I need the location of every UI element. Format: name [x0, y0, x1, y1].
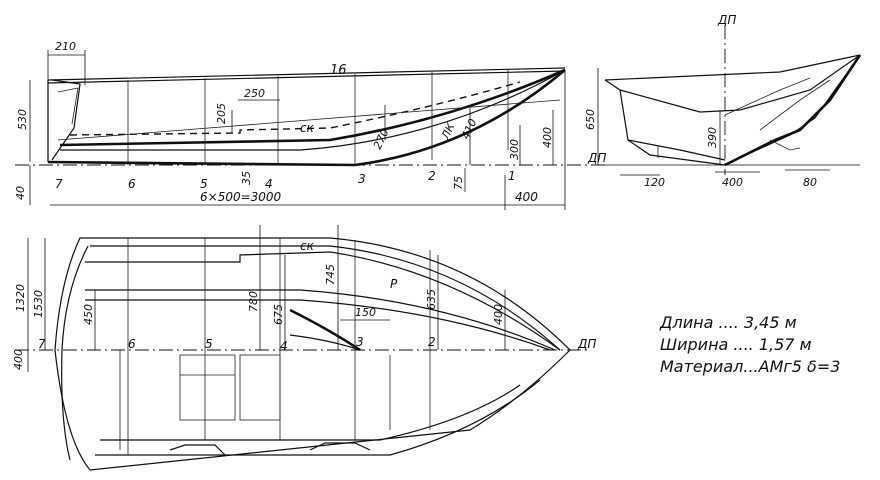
- dim-530: 530: [16, 109, 29, 130]
- dim-75: 75: [452, 176, 465, 190]
- dim-450: 450: [82, 304, 95, 325]
- chine-line-side: [59, 68, 566, 147]
- dim-35: 35: [240, 171, 253, 185]
- spec-width: Ширина .... 1,57 м: [660, 335, 812, 354]
- side-view: 16 ск ЛК ДП 7 6 5 4 3 2 1 210 530 40 205…: [14, 40, 606, 210]
- side-station-3: 3: [358, 172, 366, 186]
- dim-400-bottom: 400: [515, 190, 538, 204]
- side-dp-label: ДП: [587, 151, 606, 165]
- side-station-2: 2: [428, 169, 436, 183]
- plan-station-4: 4: [280, 339, 288, 353]
- body-plan-hull: [604, 79, 726, 166]
- side-station-4: 4: [265, 177, 273, 191]
- dim-300: 300: [508, 139, 521, 160]
- chine-dashed: [69, 81, 521, 136]
- dim-400-body: 400: [722, 176, 743, 189]
- plan-dp-label: ДП: [577, 337, 596, 351]
- dim-635: 635: [425, 289, 438, 310]
- dim-650: 650: [584, 109, 597, 130]
- dim-150: 150: [355, 306, 376, 319]
- dim-400-plan-bow: 400: [492, 304, 505, 325]
- sheer-label: 16: [330, 63, 347, 78]
- sheer-line: [47, 67, 566, 81]
- body-plan-dp-label: ДП: [717, 13, 736, 27]
- dim-6x500: 6×500=3000: [200, 190, 282, 204]
- spec-length: Длина .... 3,45 м: [660, 313, 797, 332]
- chine-label-plan: ск: [300, 239, 315, 253]
- dim-250: 250: [244, 87, 265, 100]
- dim-120: 120: [644, 176, 665, 189]
- plan-station-7: 7: [38, 337, 46, 351]
- dim-745: 745: [324, 264, 337, 285]
- plan-station-2: 2: [428, 335, 436, 349]
- plan-chine: [85, 251, 561, 351]
- specifications: Длина .... 3,45 м Ширина .... 1,57 м Мат…: [660, 312, 875, 378]
- chine-label-side: ск: [300, 121, 315, 135]
- dim-1530: 1530: [32, 290, 45, 318]
- spec-material: Материал...АМг5 δ=3: [660, 357, 841, 376]
- dim-400-plan: 400: [12, 349, 25, 370]
- dim-1320: 1320: [14, 284, 27, 312]
- side-station-6: 6: [128, 177, 136, 191]
- keel-line: [47, 69, 566, 167]
- side-station-1: 1: [508, 169, 516, 183]
- plan-hull-outline: [54, 237, 571, 471]
- side-station-7: 7: [55, 177, 63, 191]
- dim-675: 675: [272, 304, 285, 325]
- dim-80: 80: [803, 176, 817, 189]
- plan-station-5: 5: [205, 337, 213, 351]
- side-station-5: 5: [200, 177, 208, 191]
- plan-view: ск Р ДП 7 6 5 4 3 2 1320 1530 400 450 78…: [12, 225, 596, 471]
- plan-station-6: 6: [128, 337, 136, 351]
- r-label: Р: [390, 277, 398, 291]
- dim-205: 205: [215, 103, 228, 124]
- dim-400-side: 400: [541, 127, 554, 148]
- body-plan-view: ДП 390 120 400 80: [600, 13, 862, 189]
- dim-780: 780: [247, 291, 260, 312]
- dim-390: 390: [706, 127, 719, 148]
- plan-station-3: 3: [356, 335, 364, 349]
- dim-40: 40: [14, 186, 27, 200]
- dim-210: 210: [55, 40, 76, 53]
